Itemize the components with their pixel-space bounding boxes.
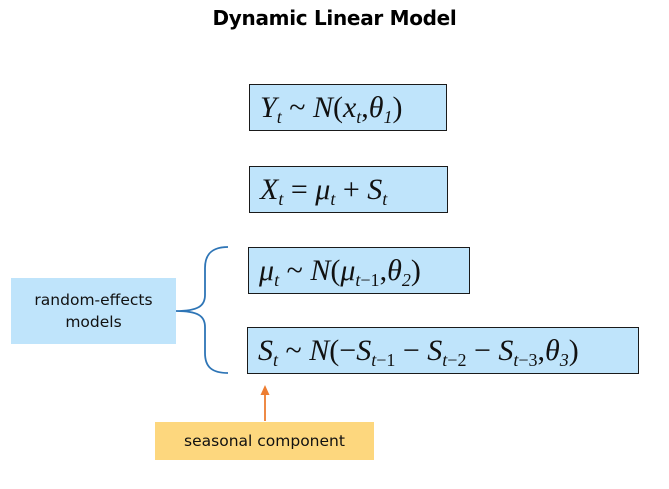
- trend-equation: μt ~ N(μt−1,θ2): [259, 253, 421, 290]
- observation-equation-box: Yt ~ N(xt,θ1): [249, 84, 447, 131]
- seasonal-equation: St ~ N(−St−1 − St−2 − St−3,θ3): [258, 333, 579, 370]
- random-effects-label-line1: random-effects: [34, 291, 153, 309]
- state-decomposition-box: Xt = μt + St: [249, 166, 448, 213]
- seasonal-component-label: seasonal component: [155, 422, 374, 460]
- random-effects-label: random-effects models: [11, 278, 176, 344]
- state-decomposition-equation: Xt = μt + St: [260, 172, 388, 209]
- diagram-title: Dynamic Linear Model: [212, 6, 457, 30]
- random-effects-label-line2: models: [65, 313, 122, 331]
- arrow-head-icon: [260, 385, 270, 395]
- curly-brace: [175, 246, 229, 374]
- seasonal-component-text: seasonal component: [184, 432, 345, 450]
- observation-equation: Yt ~ N(xt,θ1): [260, 90, 403, 127]
- trend-equation-box: μt ~ N(μt−1,θ2): [248, 247, 470, 294]
- seasonal-equation-box: St ~ N(−St−1 − St−2 − St−3,θ3): [247, 327, 639, 374]
